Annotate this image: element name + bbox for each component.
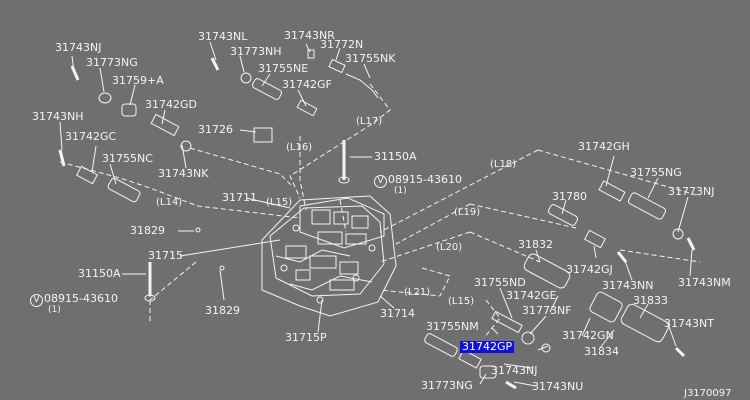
part-label-31743NT[interactable]: 31743NT: [664, 317, 714, 330]
washer-code: 08915-43610: [44, 292, 118, 305]
part-label-31742GE[interactable]: 31742GE: [506, 289, 557, 302]
part-label-31755NG[interactable]: 31755NG: [630, 166, 682, 179]
part-label-31773NG[interactable]: 31773NG: [86, 56, 138, 69]
part-label-31715[interactable]: 31715: [148, 249, 183, 262]
passage-label-l17: (L17): [356, 116, 383, 127]
part-label-31743NJ[interactable]: 31743NJ: [55, 41, 102, 54]
part-label-31755NM[interactable]: 31755NM: [426, 320, 479, 333]
part-label-31726[interactable]: 31726: [198, 123, 233, 136]
part-label-31742GC[interactable]: 31742GC: [65, 130, 117, 143]
part-label-31150A[interactable]: 31150A: [374, 150, 417, 163]
passage-label-l15: (L15): [448, 296, 475, 307]
part-label-31743NU[interactable]: 31743NU: [532, 380, 584, 393]
part-label-31772N[interactable]: 31772N: [320, 38, 364, 51]
passage-label-l14: (L14): [156, 197, 183, 208]
part-label-31150A[interactable]: 31150A: [78, 267, 121, 280]
part-label-31833[interactable]: 31833: [633, 294, 668, 307]
part-label-31742GP-selected[interactable]: 31742GP: [460, 340, 515, 353]
washer-symbol: V: [374, 175, 387, 188]
part-label-31773NJ[interactable]: 31773NJ: [668, 185, 715, 198]
washer-code: 08915-43610: [388, 173, 462, 186]
part-label-31743NJ[interactable]: 31743NJ: [491, 364, 538, 377]
part-label-31755NE[interactable]: 31755NE: [258, 62, 309, 75]
part-label-31742GJ[interactable]: 31742GJ: [566, 263, 613, 276]
passage-label-l20: (L20): [436, 242, 463, 253]
part-label-31832[interactable]: 31832: [518, 238, 553, 251]
diagram-id: J3170097: [684, 388, 732, 399]
part-label-31743NL[interactable]: 31743NL: [198, 30, 248, 43]
part-label-31743NR[interactable]: 31743NR: [284, 29, 335, 42]
part-label-31773NF[interactable]: 31773NF: [522, 304, 572, 317]
part-label-31780[interactable]: 31780: [552, 190, 587, 203]
part-label-31834[interactable]: 31834: [584, 345, 619, 358]
part-label-31743NN[interactable]: 31743NN: [602, 279, 654, 292]
passage-label-l18: (L18): [490, 159, 517, 170]
part-label-31711[interactable]: 31711: [222, 191, 257, 204]
part-label-31829[interactable]: 31829: [205, 304, 240, 317]
part-label-31742GH[interactable]: 31742GH: [578, 140, 630, 153]
passage-label-l16: (L16): [286, 142, 313, 153]
passage-label-l21: (L21): [404, 287, 431, 298]
part-label-31755ND[interactable]: 31755ND: [474, 276, 526, 289]
part-label-31742GD[interactable]: 31742GD: [145, 98, 197, 111]
part-label-31743NM[interactable]: 31743NM: [678, 276, 731, 289]
part-label-31829[interactable]: 31829: [130, 224, 165, 237]
washer-symbol: V: [30, 294, 43, 307]
part-label-31773NH[interactable]: 31773NH: [230, 45, 282, 58]
part-label-31714[interactable]: 31714: [380, 307, 415, 320]
valve-body: [261, 195, 397, 317]
passage-label-l15: (L15): [266, 197, 293, 208]
part-label-31759A[interactable]: 31759+A: [112, 74, 164, 87]
passage-label-l19: (L19): [454, 207, 481, 218]
part-label-31773NG[interactable]: 31773NG: [421, 379, 473, 392]
part-label-31743NK[interactable]: 31743NK: [158, 167, 209, 180]
washer-qty: (1): [48, 305, 61, 315]
leader-lines: [59, 41, 693, 387]
part-label-31742GN[interactable]: 31742GN: [562, 329, 614, 342]
part-label-31715P[interactable]: 31715P: [285, 331, 327, 344]
part-label-31755NC[interactable]: 31755NC: [102, 152, 153, 165]
small-parts: [58, 49, 696, 390]
part-label-31743NH[interactable]: 31743NH: [32, 110, 84, 123]
part-label-31742GF[interactable]: 31742GF: [282, 78, 332, 91]
washer-qty: (1): [394, 186, 407, 196]
part-label-31755NK[interactable]: 31755NK: [345, 52, 396, 65]
